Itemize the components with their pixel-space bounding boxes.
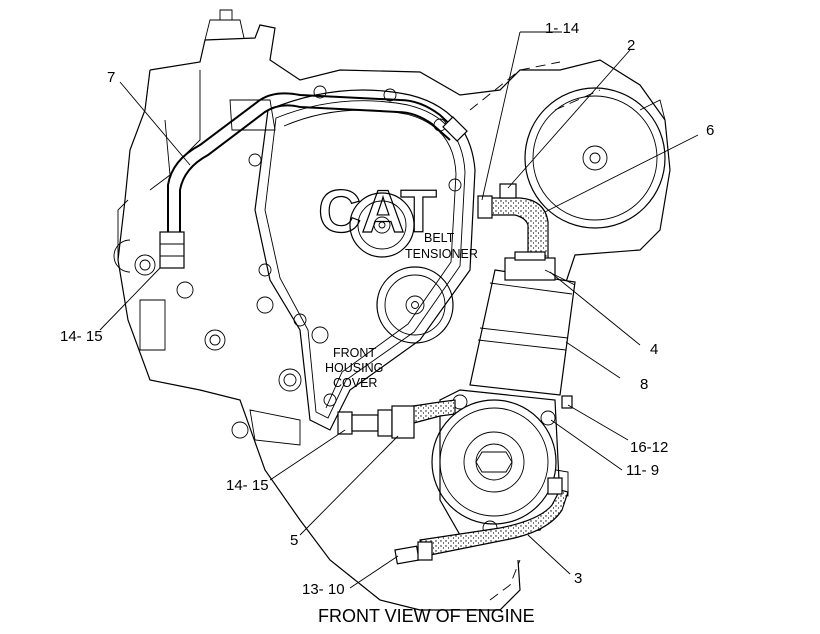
- front-housing-cover-label-line1: FRONT: [333, 346, 376, 360]
- leader-lines: [99, 31, 699, 589]
- callout-14-15-bottom: 14- 15: [226, 477, 269, 494]
- belt-tensioner-label-line2: TENSIONER: [405, 247, 478, 261]
- front-housing-cover-label-line2: HOUSING: [325, 361, 383, 375]
- crank-pulley: [524, 87, 666, 229]
- callout-13-10: 13- 10: [302, 581, 345, 598]
- diagram-caption: FRONT VIEW OF ENGINE: [318, 606, 535, 626]
- belt-tensioner-label-line1: BELT: [424, 231, 455, 245]
- front-housing-cover-label-line3: COVER: [333, 376, 377, 390]
- hose-3: [394, 477, 569, 565]
- callout-4: 4: [650, 341, 658, 358]
- cat-logo: CAT: [318, 178, 437, 245]
- callout-1-14: 1- 14: [545, 20, 579, 37]
- tube-5: [337, 399, 456, 439]
- callout-16-12: 16-12: [630, 439, 668, 456]
- callout-11-9: 11- 9: [626, 462, 659, 479]
- idler-pulley: [376, 266, 454, 344]
- callout-8: 8: [640, 376, 648, 393]
- tube-7: [159, 92, 468, 269]
- callout-14-15-top: 14- 15: [60, 328, 103, 345]
- callout-2: 2: [627, 37, 635, 54]
- engine-block: [113, 9, 671, 611]
- callout-3: 3: [574, 570, 582, 587]
- front-housing-cover: CAT: [254, 89, 476, 431]
- callout-5: 5: [290, 532, 298, 549]
- air-compressor: [469, 251, 576, 396]
- compressor-gear-housing: [431, 389, 573, 536]
- callout-6: 6: [706, 122, 714, 139]
- hose-6: [477, 183, 549, 263]
- callout-7: 7: [107, 69, 115, 86]
- belt-tensioner: [349, 192, 415, 258]
